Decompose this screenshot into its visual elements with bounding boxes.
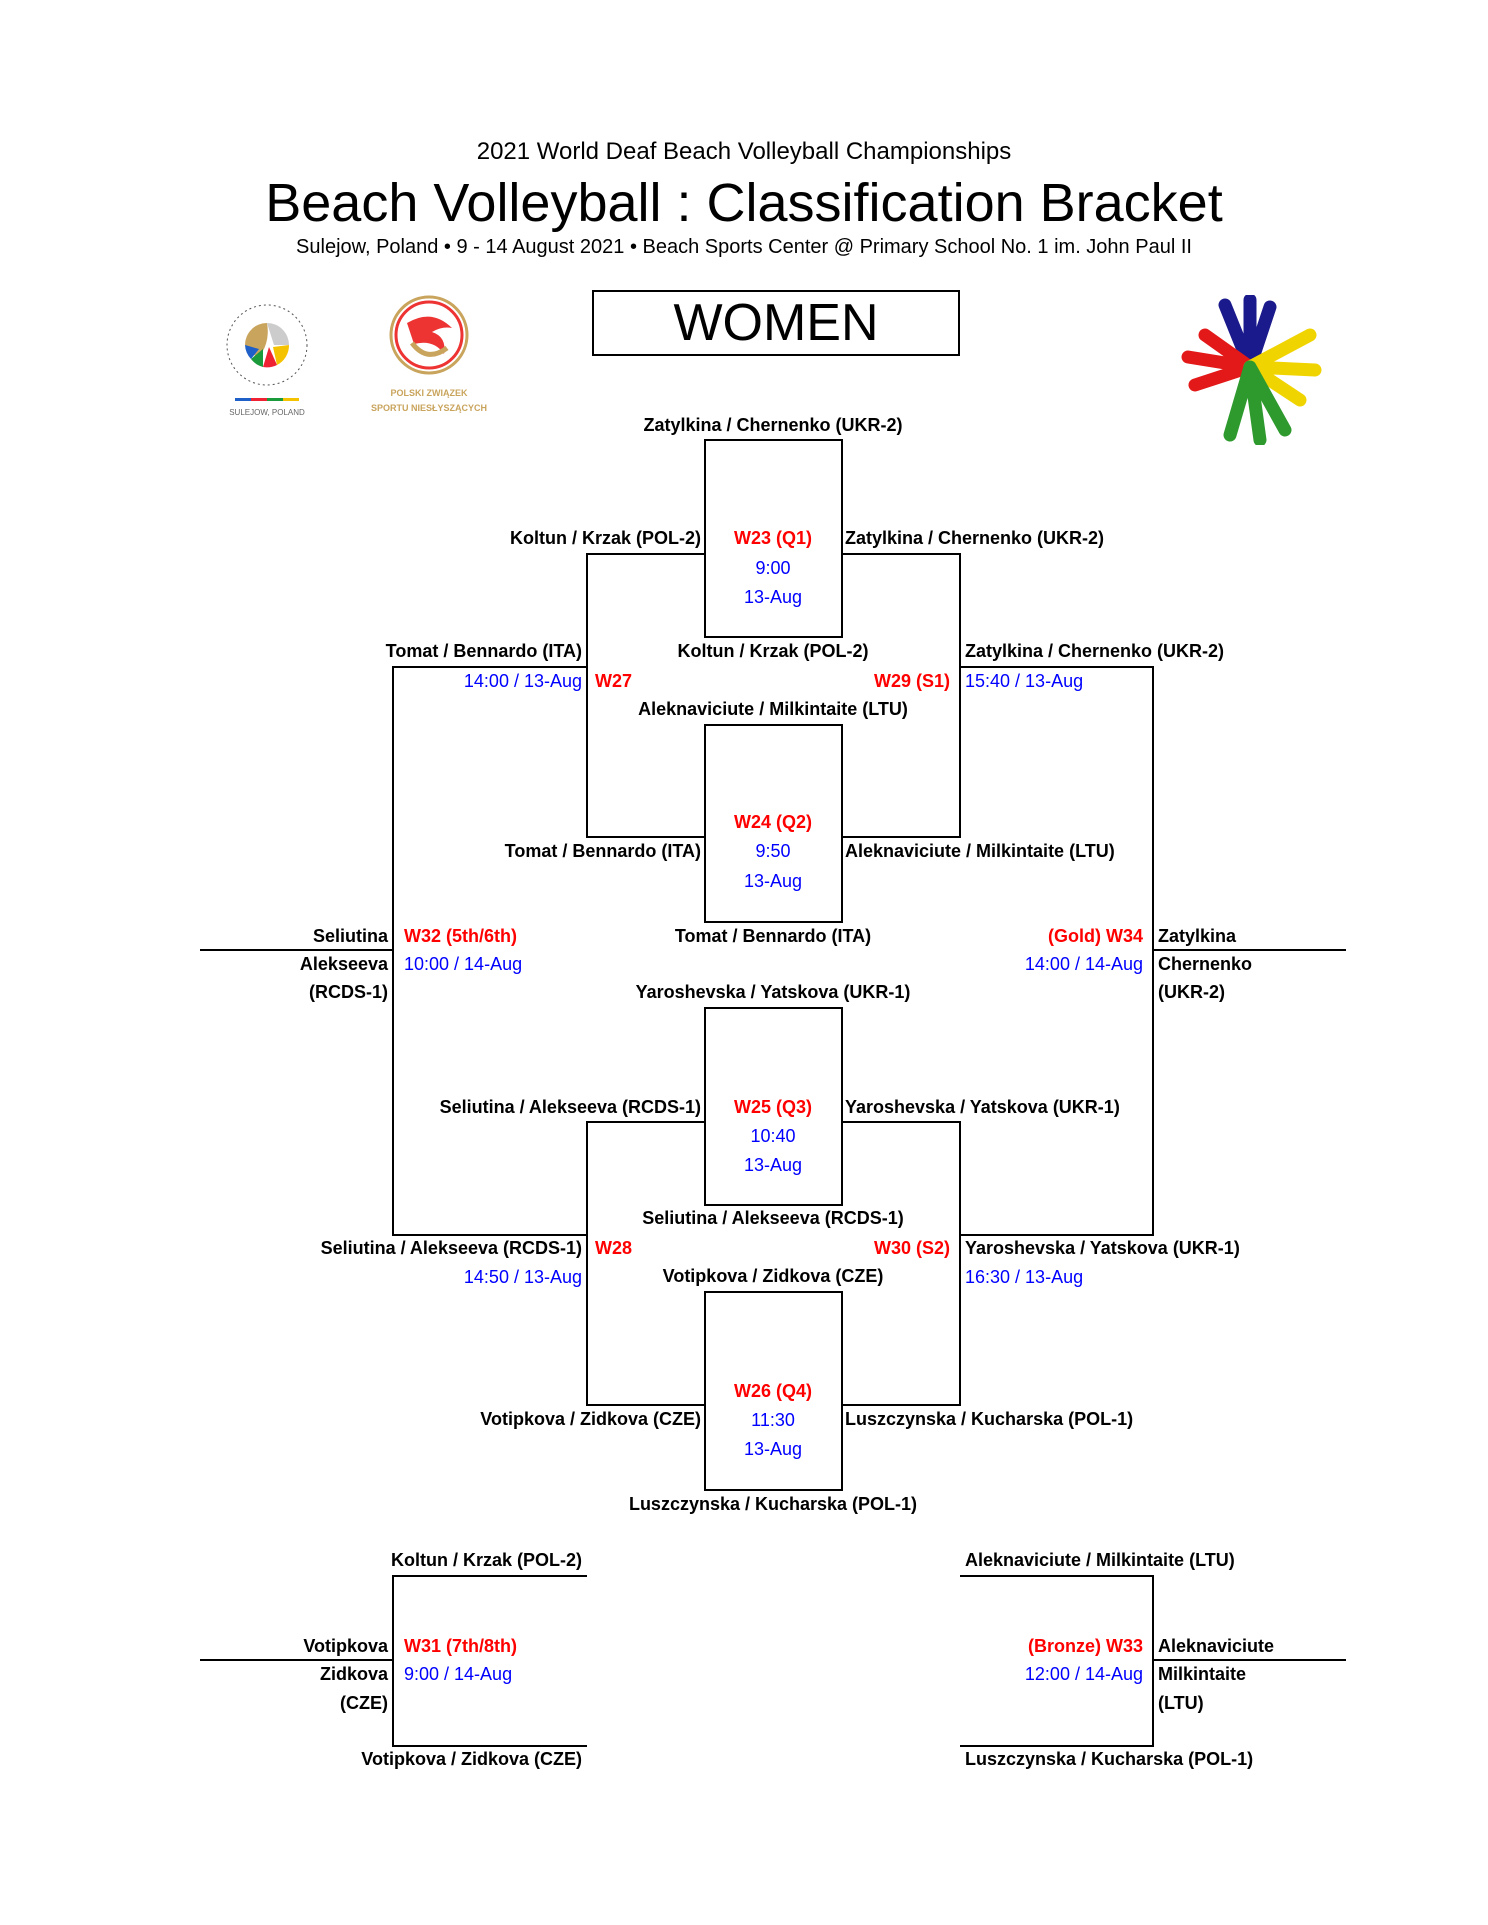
winner-name: Milkintaite [1158,1664,1247,1684]
team-label: Seliutina / Alekseeva (RCDS-1) [439,1097,701,1117]
division-label: WOMEN [592,290,960,356]
match-id: (Bronze) W33 [1027,1636,1143,1656]
match-id: W26 (Q4) [733,1381,813,1401]
match-time: 10:40 [750,1126,796,1146]
team-label: Koltun / Krzak (POL-2) [390,1550,582,1570]
eagle-emblem-icon: POLSKI ZWIĄZEK SPORTU NIESŁYSZĄCYCH [371,295,487,413]
match-box-w25 [704,1007,843,1206]
team-label: Tomat / Bennardo (ITA) [504,841,701,861]
match-schedule: 15:40 / 13-Aug [965,671,1084,691]
match-time: 9:00 [755,558,791,578]
match-schedule: 16:30 / 13-Aug [965,1267,1084,1287]
match-date: 13-Aug [743,1155,803,1175]
team-label: Koltun / Krzak (POL-2) [509,528,701,548]
volleyball-logo-icon: SULEJOW, POLAND [226,304,308,417]
match-schedule: 14:00 / 13-Aug [463,671,582,691]
match-id: W25 (Q3) [733,1097,813,1117]
bracket-w27-top [586,553,705,838]
hands-logo-icon [1181,293,1322,447]
match-id: (Gold) W34 [1048,926,1143,946]
match-id: W24 (Q2) [733,812,813,832]
match-schedule: 9:00 / 14-Aug [404,1664,513,1684]
bracket-w31 [392,1575,587,1747]
team-label: Tomat / Bennardo (ITA) [674,926,872,946]
team-label: Seliutina / Alekseeva (RCDS-1) [642,1208,904,1228]
team-label: Zatylkina / Chernenko (UKR-2) [965,641,1225,661]
match-date: 13-Aug [743,587,803,607]
match-id: W31 (7th/8th) [404,1636,518,1656]
match-box-w24 [704,724,843,923]
bracket-w34 [960,666,1154,1236]
event-info: Sulejow, Poland • 9 - 14 August 2021 • B… [296,236,1192,258]
svg-text:SPORTU NIESŁYSZĄCYCH: SPORTU NIESŁYSZĄCYCH [371,403,487,413]
winner-name: (UKR-2) [1158,982,1225,1002]
winner-name: (CZE) [340,1693,388,1713]
winner-name: Alekseeva [299,954,388,974]
team-label: Tomat / Bennardo (ITA) [385,641,582,661]
match-id: W23 (Q1) [733,528,813,548]
team-label: Koltun / Krzak (POL-2) [677,641,869,661]
winner-name: Seliutina [312,926,388,946]
team-label: Yaroshevska / Yatskova (UKR-1) [845,1097,1120,1117]
bracket-w29 [842,553,961,838]
match-box-w26 [704,1291,843,1491]
team-label: Yaroshevska / Yatskova (UKR-1) [965,1238,1240,1258]
match-id: W32 (5th/6th) [404,926,518,946]
svg-text:SULEJOW, POLAND: SULEJOW, POLAND [229,408,305,417]
winner-name: (LTU) [1158,1693,1204,1713]
team-label: Yaroshevska / Yatskova (UKR-1) [635,982,911,1002]
winner-name: (RCDS-1) [309,982,388,1002]
bracket-w32 [392,666,587,1236]
team-label: Votipkova / Zidkova (CZE) [361,1749,582,1769]
bracket-w33 [960,1575,1154,1747]
match-id: W27 [595,671,633,691]
match-id: W28 [595,1238,633,1258]
team-label: Votipkova / Zidkova (CZE) [480,1409,701,1429]
team-label: Luszczynska / Kucharska (POL-1) [845,1409,1134,1429]
team-label: Zatylkina / Chernenko (UKR-2) [845,528,1105,548]
bracket-w28 [586,1121,705,1406]
match-schedule: 12:00 / 14-Aug [1024,1664,1143,1684]
winner-name: Votipkova [303,1636,388,1656]
championship-logo: SULEJOW, POLAND [205,290,330,422]
winner-name: Chernenko [1158,954,1253,974]
match-schedule: 10:00 / 14-Aug [404,954,523,974]
event-name: 2021 World Deaf Beach Volleyball Champio… [476,138,1012,165]
match-time: 11:30 [751,1410,795,1430]
team-label: Aleknaviciute / Milkintaite (LTU) [965,1550,1235,1570]
team-label: Aleknaviciute / Milkintaite (LTU) [638,699,908,719]
winner-name: Aleknaviciute [1158,1636,1275,1656]
match-id: W29 (S1) [873,671,950,691]
bracket-w30 [842,1121,961,1406]
polish-deaf-sport-logo: POLSKI ZWIĄZEK SPORTU NIESŁYSZĄCYCH [367,293,492,423]
winner-name: Zidkova [319,1664,388,1684]
match-box-w23 [704,439,843,638]
match-schedule: 14:00 / 14-Aug [1024,954,1143,974]
match-date: 13-Aug [743,1439,803,1459]
match-id: W30 (S2) [873,1238,950,1258]
match-schedule: 14:50 / 13-Aug [463,1267,582,1287]
winner-name: Zatylkina [1158,926,1237,946]
match-time: 9:50 [755,841,791,861]
team-label: Votipkova / Zidkova (CZE) [662,1266,884,1286]
team-label: Aleknaviciute / Milkintaite (LTU) [845,841,1115,861]
team-label: Luszczynska / Kucharska (POL-1) [965,1749,1254,1769]
match-date: 13-Aug [743,871,803,891]
deaflympics-logo [1170,293,1330,447]
team-label: Zatylkina / Chernenko (UKR-2) [643,415,903,435]
team-label: Seliutina / Alekseeva (RCDS-1) [320,1238,582,1258]
page-title: Beach Volleyball : Classification Bracke… [265,173,1223,233]
team-label: Luszczynska / Kucharska (POL-1) [628,1494,918,1514]
svg-text:POLSKI ZWIĄZEK: POLSKI ZWIĄZEK [391,388,468,398]
